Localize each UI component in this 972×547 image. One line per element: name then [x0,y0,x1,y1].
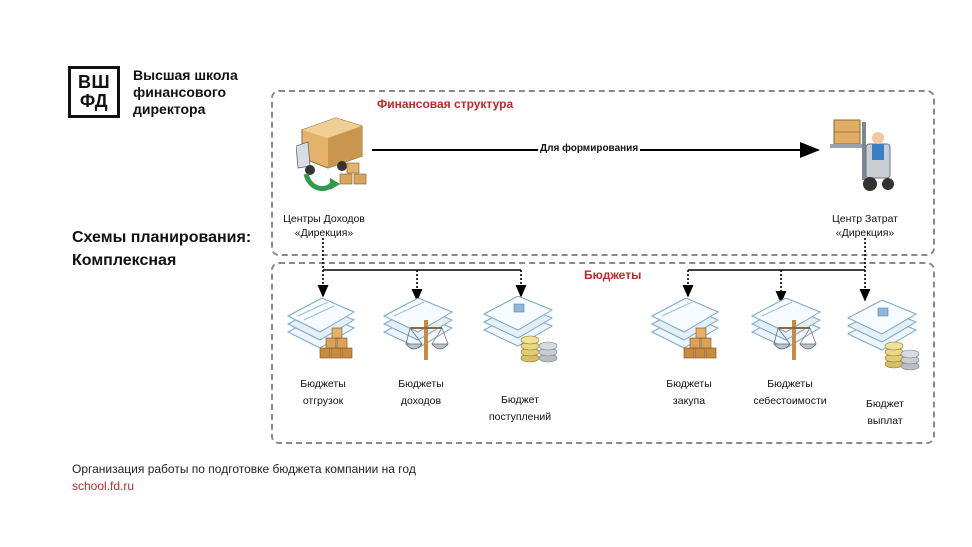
budget-label-line: поступлений [488,411,552,423]
logo-mark: ВШ ФД [68,66,120,118]
budget-label-line: закупа [672,395,706,407]
logo-line: директора [133,101,206,117]
financial-structure-title: Финансовая структура [377,97,514,111]
node-label-line: Центр Затрат [832,213,898,225]
logo-text: Высшая школа финансового директора [133,67,273,118]
coins-docs-icon [846,300,920,371]
forklift-icon [830,119,894,191]
logo-line: финансового [133,84,227,100]
budget-label-line: доходов [400,395,442,407]
slide-title-line1: Схемы планирования: [72,229,252,246]
footer-caption: Организация работы по подготовке бюджета… [72,462,416,476]
scales-docs-icon [750,298,822,360]
budget-purchases-label: Бюджеты закупа [651,376,727,410]
logo-mark-bottom: ФД [79,91,109,111]
budget-label-line: Бюджеты [666,378,712,390]
delivery-truck-icon [296,117,367,192]
slide-title: Схемы планирования: Комплексная [72,226,251,272]
budget-label-line: выплат [867,415,903,427]
logo-mark-top: ВШ [77,72,111,92]
budgets-title: Бюджеты [584,268,642,282]
budget-revenues-label: Бюджеты доходов [383,376,459,410]
budget-shipments-label: Бюджеты отгрузок [285,376,361,410]
slide-title-line2: Комплексная [72,252,177,269]
footer-link[interactable]: school.fd.ru [72,479,135,493]
budget-label-line: Бюджет [501,394,539,406]
budget-label-line: себестоимости [753,395,827,407]
node-label-line: «Дирекция» [294,227,354,239]
boxes-docs-icon [286,298,356,359]
cost-center-label: Центр Затрат «Дирекция» [810,212,920,240]
coins-docs-icon [482,296,558,363]
budget-label-line: Бюджеты [767,378,813,390]
node-label-line: «Дирекция» [835,227,895,239]
scales-docs-icon [382,298,454,360]
budget-label-line: Бюджеты [300,378,346,390]
revenue-centers-label: Центры Доходов «Дирекция» [268,212,380,240]
logo-line: Высшая школа [133,67,238,83]
budget-label-line: отгрузок [302,395,344,407]
node-label-line: Центры Доходов [283,213,365,225]
budget-payments-label: Бюджет выплат [846,396,924,430]
boxes-docs-icon [650,298,720,359]
budget-label-line: Бюджет [866,398,904,410]
financial-structure-panel [271,90,935,256]
budget-label-line: Бюджеты [398,378,444,390]
arrow-label: Для формирования [538,143,641,154]
budgets-panel [271,262,935,444]
budget-receipts-label: Бюджет поступлений [476,392,564,426]
budget-cost-label: Бюджеты себестоимости [742,376,838,410]
